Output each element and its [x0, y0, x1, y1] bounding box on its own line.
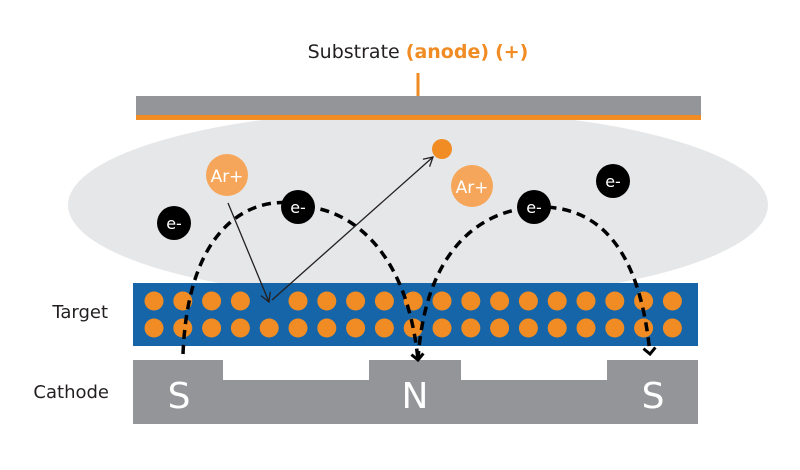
plasma-cloud — [68, 110, 768, 300]
magnet-pole-s-right: S — [642, 376, 665, 417]
target-atom — [432, 291, 452, 311]
target-atom — [374, 291, 394, 311]
target-atom — [144, 318, 164, 338]
anode-label: (anode) — [406, 41, 489, 63]
target-label: Target — [51, 302, 108, 323]
substrate-plate — [136, 96, 701, 115]
target-atom — [634, 318, 654, 338]
target-atom — [461, 318, 481, 338]
anode-layer — [136, 115, 701, 120]
target-atom — [403, 318, 423, 338]
magnet-pole-n: N — [402, 376, 429, 417]
svg-text:Ar+: Ar+ — [211, 167, 244, 187]
target-atoms — [144, 291, 682, 338]
target-atom — [662, 291, 682, 311]
target-atom — [576, 291, 596, 311]
electron-path-left — [181, 200, 425, 363]
target-atom — [374, 318, 394, 338]
target-atom — [576, 318, 596, 338]
target-atom — [317, 291, 337, 311]
target-atom — [518, 318, 538, 338]
magnet-pole-s-left: S — [168, 376, 191, 417]
target-atom — [202, 318, 222, 338]
target-atom — [202, 291, 222, 311]
svg-text:e-: e- — [290, 198, 306, 217]
target-atom — [346, 318, 366, 338]
argon-ion: Ar+ — [451, 165, 493, 207]
target-atom — [547, 291, 567, 311]
target-atom — [490, 318, 510, 338]
target-atom — [518, 291, 538, 311]
target-atom — [288, 291, 308, 311]
electron: e- — [281, 190, 315, 224]
target-atom — [547, 318, 567, 338]
target-atom — [662, 318, 682, 338]
cathode-label: Cathode — [33, 382, 109, 403]
target-atom — [317, 318, 337, 338]
target-atom — [144, 291, 164, 311]
target-atom — [605, 318, 625, 338]
argon-ion: Ar+ — [206, 154, 248, 196]
svg-text:e-: e- — [605, 172, 621, 191]
polarity-label: (+) — [495, 41, 528, 63]
electron: e- — [596, 164, 630, 198]
target-atom — [432, 318, 452, 338]
target-atom — [605, 291, 625, 311]
electron: e- — [517, 190, 551, 224]
sputtered-atom — [432, 139, 452, 159]
target-atom — [259, 318, 279, 338]
svg-text:e-: e- — [166, 214, 182, 233]
target-atom — [230, 291, 250, 311]
electron: e- — [157, 206, 191, 240]
cathode-body — [133, 360, 698, 424]
target-atom — [173, 318, 193, 338]
svg-text:e-: e- — [526, 198, 542, 217]
ion-trajectory — [227, 202, 271, 304]
target-atom — [346, 291, 366, 311]
sputtered-atom-trajectory — [271, 156, 435, 301]
substrate-label: Substrate — [308, 41, 400, 63]
substrate-title: Substrate (anode) (+) — [308, 41, 529, 63]
target-atom — [288, 318, 308, 338]
target-atom — [461, 291, 481, 311]
svg-text:Ar+: Ar+ — [456, 178, 489, 198]
target-atom — [230, 318, 250, 338]
target-atom — [490, 291, 510, 311]
